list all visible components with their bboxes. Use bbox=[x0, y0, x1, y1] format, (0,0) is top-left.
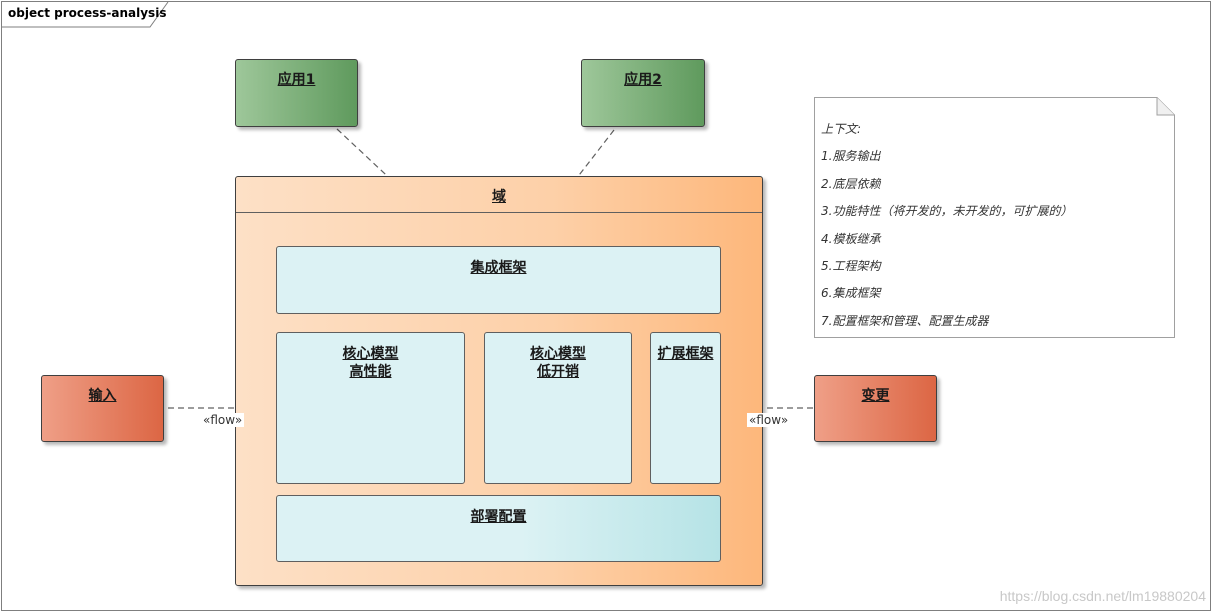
context-note[interactable]: 上下文: 1.服务输出 2.底层依赖 3.功能特性（将开发的，未开发的，可扩展的… bbox=[814, 97, 1175, 338]
frame-title-tab bbox=[1, 1, 169, 28]
extension-framework-node[interactable]: 扩展框架 bbox=[650, 332, 721, 484]
core-model-label: 核心模型 bbox=[342, 346, 399, 362]
deploy-config-node[interactable]: 部署配置 bbox=[276, 495, 721, 562]
note-line: 4.模板继承 bbox=[821, 231, 881, 246]
high-perf-label: 高性能 bbox=[349, 364, 392, 380]
core-model-label: 核心模型 bbox=[530, 346, 586, 362]
input-node[interactable]: 输入 bbox=[41, 375, 164, 442]
integration-framework-node[interactable]: 集成框架 bbox=[276, 246, 721, 314]
deploy-config-label: 部署配置 bbox=[470, 509, 527, 525]
input-label: 输入 bbox=[88, 388, 117, 404]
low-cost-label: 低开销 bbox=[537, 364, 579, 380]
integration-framework-label: 集成框架 bbox=[470, 260, 527, 276]
core-model-high-perf-node[interactable]: 核心模型 高性能 bbox=[276, 332, 465, 484]
core-model-low-cost-node[interactable]: 核心模型 低开销 bbox=[484, 332, 632, 484]
change-label: 变更 bbox=[861, 388, 890, 404]
note-shape bbox=[814, 97, 1175, 338]
note-line: 5.工程架构 bbox=[821, 258, 881, 273]
note-line: 上下文: bbox=[821, 122, 862, 136]
app1-node[interactable]: 应用1 bbox=[235, 59, 358, 127]
app1-label: 应用1 bbox=[277, 72, 316, 88]
flow-label-right: «flow» bbox=[747, 413, 791, 427]
domain-label: 域 bbox=[492, 189, 506, 205]
change-node[interactable]: 变更 bbox=[814, 375, 937, 442]
watermark: https://blog.csdn.net/lm19880204 bbox=[999, 588, 1206, 604]
note-line: 6.集成框架 bbox=[821, 286, 881, 301]
note-line: 3.功能特性（将开发的，未开发的，可扩展的） bbox=[821, 204, 1073, 219]
app2-node[interactable]: 应用2 bbox=[581, 59, 705, 127]
note-line: 7.配置框架和管理、配置生成器 bbox=[821, 313, 989, 328]
extension-framework-label: 扩展框架 bbox=[657, 346, 714, 362]
frame-title: object process-analysis bbox=[8, 6, 167, 20]
note-line: 2.底层依赖 bbox=[821, 176, 881, 191]
app2-label: 应用2 bbox=[624, 72, 662, 88]
flow-label-left: «flow» bbox=[201, 413, 245, 427]
domain-divider bbox=[236, 212, 762, 213]
note-text: 上下文: 1.服务输出 2.底层依赖 3.功能特性（将开发的，未开发的，可扩展的… bbox=[821, 121, 1072, 340]
note-line: 1.服务输出 bbox=[821, 149, 881, 164]
